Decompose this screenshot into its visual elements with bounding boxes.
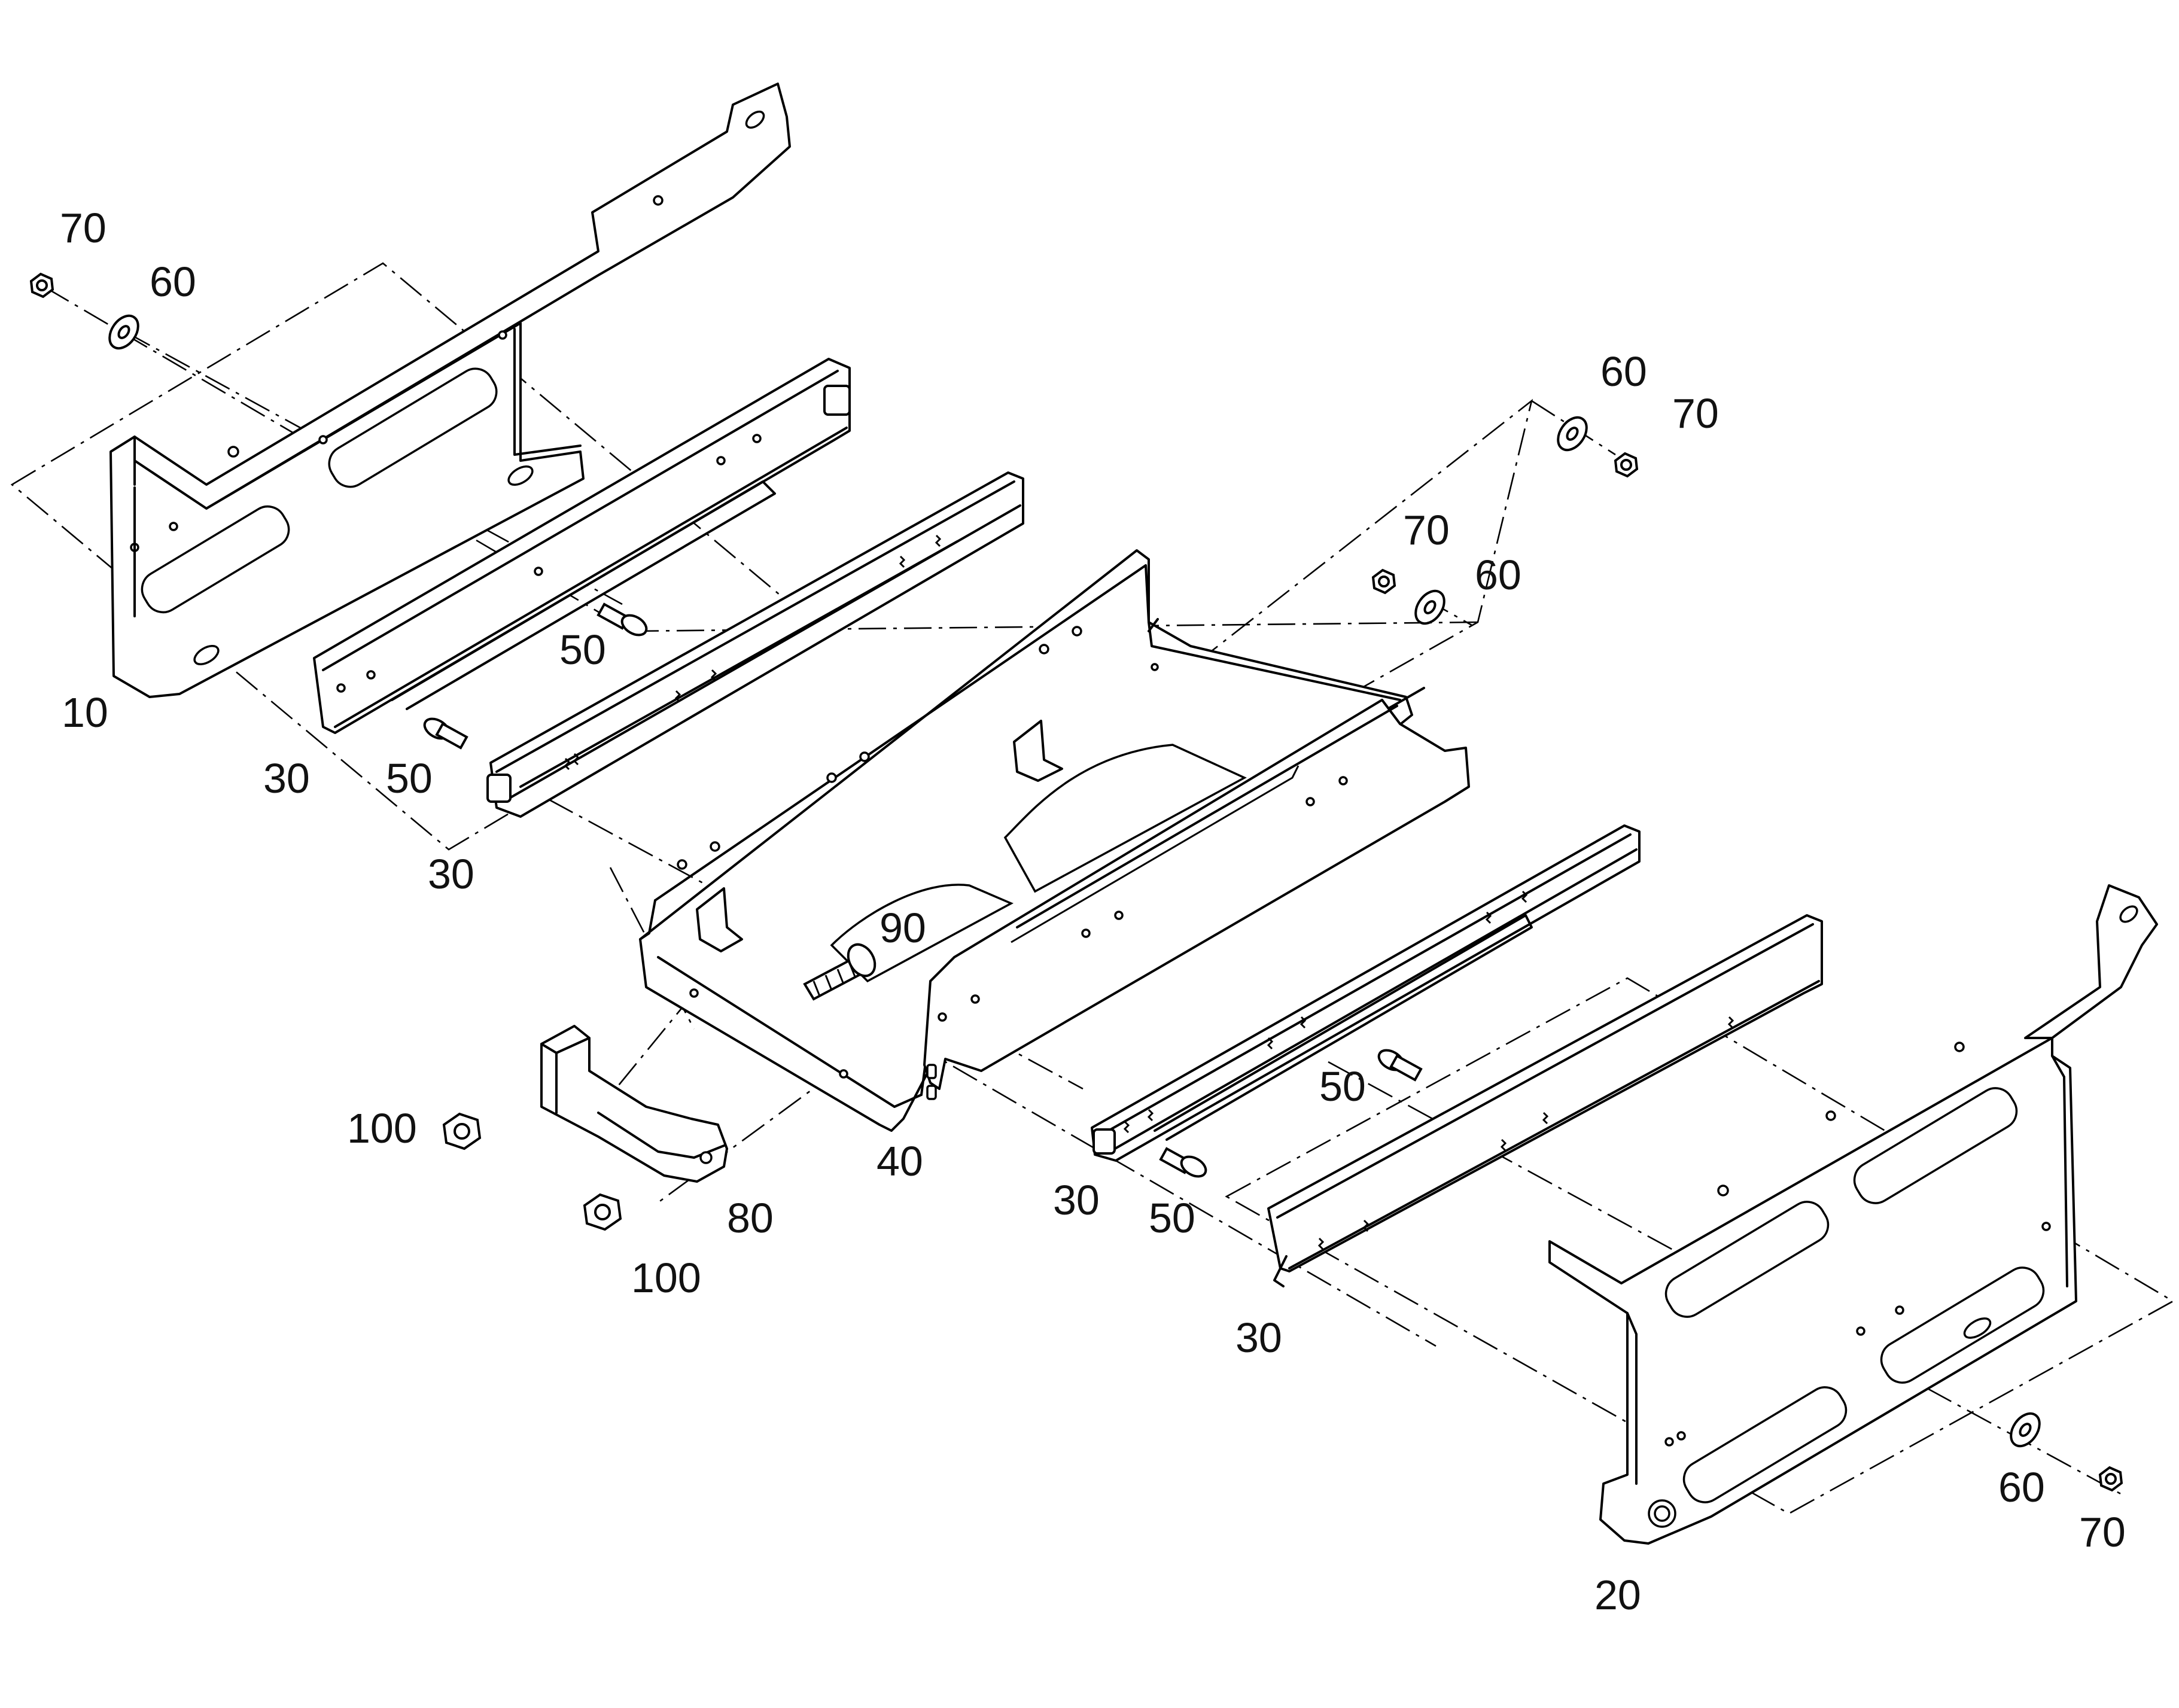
washer-60-a-icon xyxy=(108,314,139,350)
bolt-50-d-icon xyxy=(1159,1147,1207,1178)
washer-60-d-icon xyxy=(2010,1412,2041,1448)
callout-70-b: 70 xyxy=(1672,390,1719,437)
bolt-50-b-icon xyxy=(423,717,468,750)
callout-70-a: 70 xyxy=(60,205,106,251)
part-80-handle xyxy=(540,1025,728,1183)
callout-50-b: 50 xyxy=(386,755,433,802)
callout-90: 90 xyxy=(879,905,926,951)
nut-70-a-icon xyxy=(29,272,54,299)
washer-60-b-icon xyxy=(1557,416,1588,452)
nut-100-b-icon xyxy=(583,1193,622,1231)
callout-100-a: 100 xyxy=(347,1105,417,1152)
nut-100-a-icon xyxy=(442,1112,482,1150)
callout-50-a: 50 xyxy=(559,626,606,673)
part-30-rail-4 xyxy=(1267,914,1823,1287)
callout-100-b: 100 xyxy=(631,1255,701,1301)
callout-50-c: 50 xyxy=(1319,1063,1366,1110)
callout-20: 20 xyxy=(1594,1572,1641,1618)
bolt-50-a-icon xyxy=(597,602,648,637)
callout-70-d: 70 xyxy=(2079,1509,2126,1555)
part-20-bracket xyxy=(1548,884,2158,1545)
callout-30-a: 30 xyxy=(263,755,310,802)
callout-10: 10 xyxy=(62,689,108,736)
callout-30-b: 30 xyxy=(428,851,474,897)
callout-40: 40 xyxy=(877,1138,923,1185)
callout-50-d: 50 xyxy=(1149,1195,1195,1241)
part-30-rail-1 xyxy=(313,358,851,734)
part-30-rail-3 xyxy=(1091,824,1641,1162)
nut-70-c-icon xyxy=(1371,568,1396,595)
callout-30-c: 30 xyxy=(1053,1177,1100,1223)
part-90-stud-bolt xyxy=(803,943,877,1001)
bolt-50-c-icon xyxy=(1377,1049,1423,1082)
callout-70-c: 70 xyxy=(1403,507,1450,553)
nut-70-b-icon xyxy=(1614,452,1639,478)
part-30-rail-2 xyxy=(486,471,1024,818)
callout-labels: 70 60 10 50 30 50 30 60 70 70 60 90 100 … xyxy=(60,205,2126,1618)
washer-60-c-icon xyxy=(1414,589,1445,625)
part-10-bracket xyxy=(109,83,791,698)
nut-70-d-icon xyxy=(2098,1466,2123,1492)
callout-80: 80 xyxy=(727,1195,774,1241)
callout-30-d: 30 xyxy=(1235,1314,1282,1361)
callout-60-b: 60 xyxy=(1600,348,1647,395)
callout-60-c: 60 xyxy=(1475,552,1521,598)
callout-60-a: 60 xyxy=(150,258,196,305)
hardware-items xyxy=(29,272,2123,1492)
callout-60-d: 60 xyxy=(1998,1464,2045,1511)
